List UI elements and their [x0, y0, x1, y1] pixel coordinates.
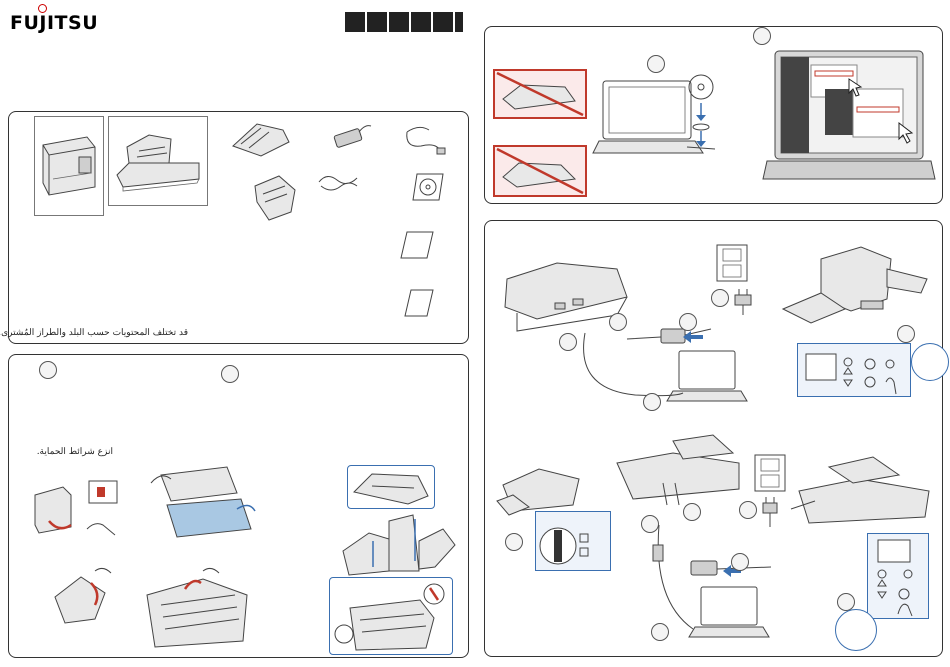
- step-circle-5a: [505, 533, 523, 551]
- warning-scanner-connected-2: [493, 145, 587, 197]
- tape-removal-chute-drawing: [51, 563, 121, 633]
- panel-package-contents: قد تختلف المحتويات حسب البلد والطراز الم…: [8, 111, 469, 344]
- step-circle-4a: [711, 289, 729, 307]
- logo-infinity-mark: [38, 4, 47, 13]
- operator-panel-box: [797, 343, 911, 397]
- magnify-circle: [911, 343, 949, 381]
- stacker-icon: [251, 172, 301, 222]
- fujitsu-logo: FUJITSU: [10, 12, 98, 34]
- warning-drawing-2: [495, 147, 585, 195]
- power-plug-icon: [729, 287, 759, 317]
- usb-cable-icon: [401, 122, 449, 156]
- step-circle-2: [221, 365, 239, 383]
- laptop-setup-screen-drawing: [765, 49, 935, 209]
- scanner-flatbed-image: [108, 116, 208, 206]
- lock-switch-box: [535, 511, 611, 571]
- remove-tape-note: انزع شرائط الحماية.: [37, 447, 113, 457]
- step-circle-4f: [897, 325, 915, 343]
- step-circle-5f: [651, 623, 669, 641]
- contents-note: قد تختلف المحتويات حسب البلد والطراز الم…: [0, 328, 188, 338]
- panel-remove-tape: انزع شرائط الحماية.: [8, 354, 469, 658]
- operator-panel-2-drawing: [868, 534, 928, 618]
- warning-scanner-connected-1: [493, 69, 587, 119]
- wall-outlet-icon: [715, 243, 755, 283]
- operator-panel-2-box: [867, 533, 929, 619]
- scanner-front-view-drawing: [781, 239, 931, 329]
- step-circle-5e: [731, 553, 749, 571]
- ac-adapter-icon: [331, 122, 375, 152]
- detail-box-top: [347, 465, 435, 509]
- logo-text: FUJITSU: [10, 12, 98, 34]
- step-circle-3: [753, 27, 771, 45]
- power-cable-icon: [315, 170, 361, 196]
- scanner-front-image: [34, 116, 104, 216]
- tape-removal-inside-drawing: [143, 565, 253, 649]
- scanner-front-drawing: [35, 117, 103, 215]
- step-circle-4e: [643, 393, 661, 411]
- scanner-side-drawing: [339, 511, 459, 581]
- lock-switch-drawing: [536, 512, 610, 570]
- tape-removal-flatbed-drawing: [141, 465, 261, 545]
- document-sheet-2-icon: [403, 288, 435, 318]
- document-chute-icon: [231, 120, 291, 160]
- panel-install-software: [484, 26, 943, 204]
- tape-removal-front-drawing: [29, 473, 119, 543]
- flatbed-connection-drawing: [613, 433, 753, 513]
- setup-dvd-icon: [411, 170, 445, 204]
- detail-top-drawing: [348, 466, 434, 508]
- warning-drawing-1: [495, 71, 585, 117]
- magnify-circle-2: [835, 609, 877, 651]
- wall-outlet-2-icon: [753, 453, 793, 533]
- detail-bottom-drawing: [330, 578, 452, 654]
- panel-connect-cables: [484, 220, 943, 657]
- dvd-insert-drawing: [681, 73, 717, 153]
- step-circle-3a: [647, 55, 665, 73]
- operator-panel-drawing: [798, 344, 910, 396]
- flatbed-front-drawing: [789, 451, 939, 531]
- step-circle-1: [39, 361, 57, 379]
- scanner-flatbed-drawing: [109, 117, 207, 205]
- step-circle-5c: [683, 503, 701, 521]
- document-sheet-1-icon: [399, 230, 435, 260]
- detail-box-bottom: [329, 577, 453, 655]
